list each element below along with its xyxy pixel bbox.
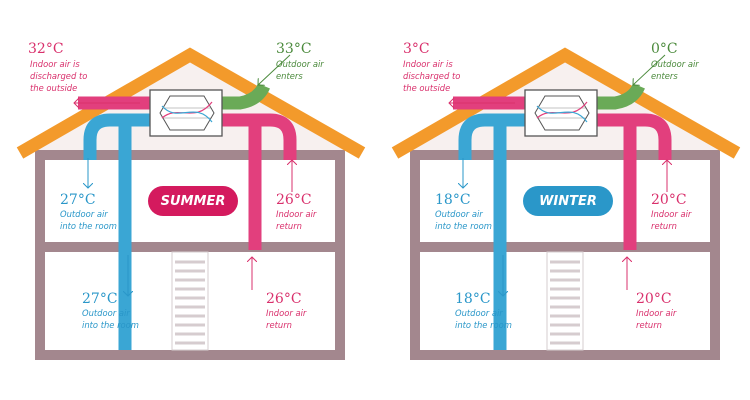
summer-discharge-label: Indoor air is discharged to the outside — [30, 59, 88, 93]
summer-outdoor-label: Outdoor air enters — [276, 59, 324, 81]
summer-lower-supply-label: Outdoor air into the room — [82, 308, 139, 330]
winter-lower-supply-label: Outdoor air into the room — [455, 308, 512, 330]
winter-lower-return-temp: 20°C — [636, 291, 672, 307]
winter-upper-supply-label: Outdoor air into the room — [435, 209, 492, 231]
winter-lower-return-label: Indoor air return — [636, 308, 677, 330]
summer-upper-return-temp: 26°C — [276, 192, 312, 208]
winter-discharge-label: Indoor air is discharged to the outside — [403, 59, 461, 93]
summer-lower-return-label: Indoor air return — [266, 308, 307, 330]
winter-badge: WINTER — [523, 186, 613, 216]
summer-outdoor-temp: 33°C — [276, 41, 312, 57]
winter-outdoor-temp: 0°C — [651, 41, 678, 57]
summer-lower-return-temp: 26°C — [266, 291, 302, 307]
summer-upper-supply-label: Outdoor air into the room — [60, 209, 117, 231]
winter-outdoor-label: Outdoor air enters — [651, 59, 699, 81]
summer-lower-supply-temp: 27°C — [82, 291, 118, 307]
winter-upper-return-temp: 20°C — [651, 192, 687, 208]
winter-lower-supply-temp: 18°C — [455, 291, 491, 307]
winter-upper-return-label: Indoor air return — [651, 209, 692, 231]
summer-upper-return-label: Indoor air return — [276, 209, 317, 231]
winter-upper-supply-temp: 18°C — [435, 192, 471, 208]
winter-discharge-temp: 3°C — [403, 41, 430, 57]
summer-discharge-temp: 32°C — [28, 41, 64, 57]
summer-badge: SUMMER — [148, 186, 238, 216]
summer-upper-supply-temp: 27°C — [60, 192, 96, 208]
